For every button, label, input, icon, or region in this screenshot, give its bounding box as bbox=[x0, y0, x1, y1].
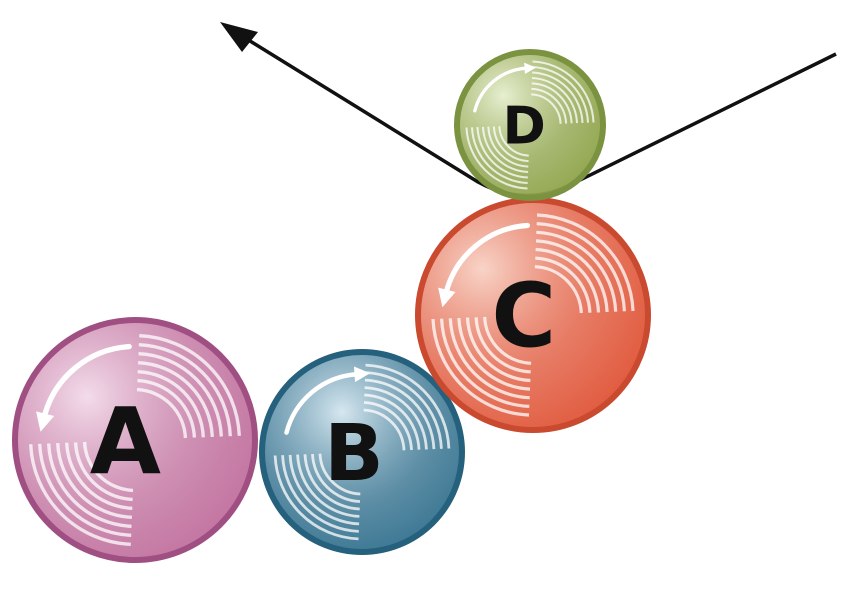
wheels: A B C D bbox=[12, 49, 651, 563]
wheel-a: A bbox=[12, 317, 258, 563]
wheel-d-rotation-arrow bbox=[473, 62, 536, 113]
wheel-a-rotation-arrow bbox=[36, 343, 132, 432]
wheel-c-label: C bbox=[492, 265, 557, 368]
wheel-d-label: D bbox=[503, 97, 546, 157]
wheel-b-rotation-arrow bbox=[284, 366, 371, 435]
wheel-d-grooves bbox=[465, 60, 595, 190]
wheel-a-label: A bbox=[90, 388, 161, 495]
wheel-a-grooves bbox=[29, 334, 241, 546]
wheel-b: B bbox=[259, 349, 465, 555]
wheel-b-grooves bbox=[273, 363, 451, 541]
belt-arrowhead bbox=[220, 22, 258, 52]
wheel-d: D bbox=[454, 49, 606, 201]
wheel-c: C bbox=[415, 197, 651, 433]
wheel-c-rotation-arrow bbox=[438, 222, 530, 308]
wheel-c-grooves bbox=[431, 213, 635, 417]
wheel-b-label: B bbox=[324, 409, 383, 499]
